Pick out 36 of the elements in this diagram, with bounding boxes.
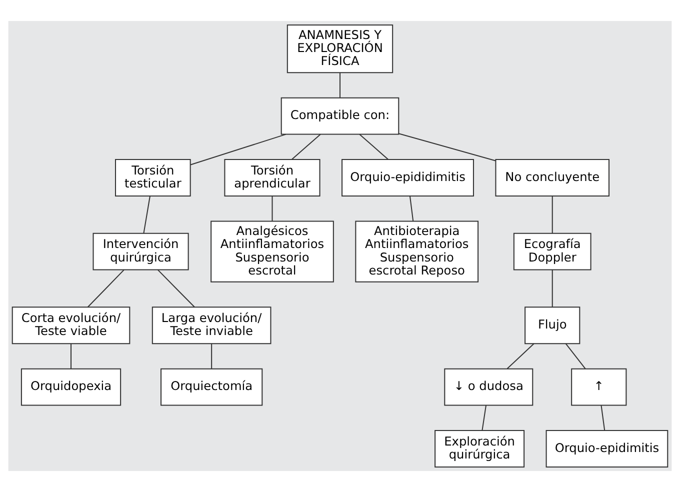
connector <box>409 196 414 222</box>
connector <box>272 196 273 221</box>
connector <box>211 344 212 369</box>
connector <box>565 343 586 369</box>
node-box: Orquidopexia <box>20 368 122 406</box>
node-box: Exploración quirúrgica <box>434 430 525 468</box>
connector <box>292 134 321 160</box>
node-box: Antibioterapia Antiinflamatorios Suspensorio escrotal Reposo <box>355 220 479 282</box>
connector <box>87 270 124 308</box>
connector <box>158 270 195 308</box>
node-box: Orquio-epidimitis <box>546 430 668 468</box>
connector <box>190 134 286 166</box>
connector <box>552 270 553 308</box>
node-box: Larga evolución/ Teste inviable <box>152 306 272 344</box>
node-box: ↓ o dudosa <box>444 368 534 406</box>
node-box: Orquiectomía <box>160 368 263 406</box>
node-box: Analgésicos Antiinflamatorios Suspensorio escrotal <box>210 220 334 282</box>
node-box: Compatible con: <box>280 97 400 135</box>
connector <box>70 344 72 369</box>
node-box: Ecografía Doppler <box>513 232 592 270</box>
node-box: ↑ <box>571 368 627 406</box>
node-box: Flujo <box>524 306 580 344</box>
node-box: Intervención quirúrgica <box>92 232 189 270</box>
node-box: Torsión testicular <box>115 159 191 196</box>
node-box: No concluyente <box>495 159 610 196</box>
connector <box>552 196 553 234</box>
connector <box>359 134 388 160</box>
node-box: Torsión aprendicular <box>224 159 320 196</box>
connector <box>482 405 487 430</box>
node-box: ANAMNESIS Y EXPLORACIÓN FÍSICA <box>286 24 394 74</box>
node-box: Orquio-epididimitis <box>342 159 474 196</box>
connector <box>143 196 150 234</box>
connector <box>600 405 606 430</box>
node-box: Corta evolución/ Teste viable <box>12 306 130 344</box>
connector <box>398 133 496 162</box>
connector <box>506 343 534 369</box>
